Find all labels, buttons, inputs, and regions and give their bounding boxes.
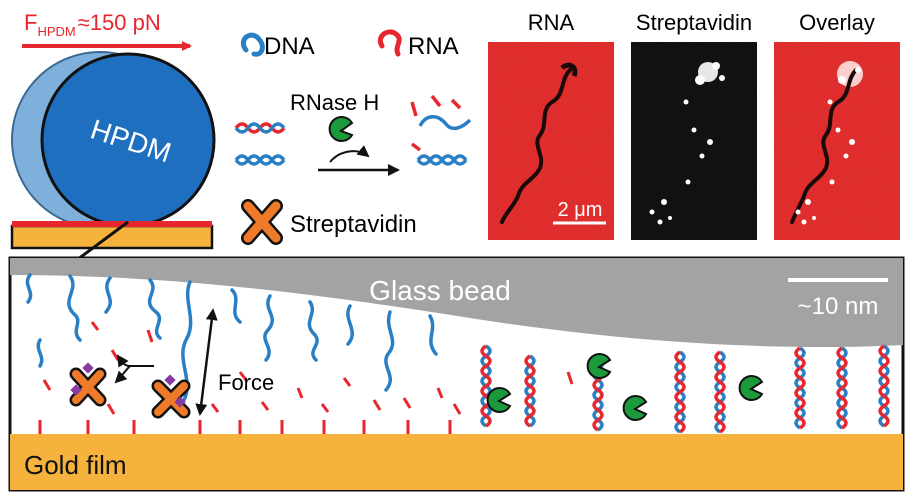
gold-substrate-small: [10, 224, 214, 250]
rna-legend-icon: [378, 29, 402, 57]
rna-legend-label: RNA: [408, 33, 459, 60]
micrograph-rna-title: RNA: [528, 10, 575, 35]
overlay-molecule-trace: [790, 68, 858, 224]
rnase-reaction: RNase H: [234, 90, 472, 176]
micrograph-overlay: Overlay: [774, 10, 900, 240]
streptavidin-legend-label: Streptavidin: [290, 211, 417, 238]
streptavidin-dissociation: [69, 354, 191, 419]
overlay-spots: [795, 67, 861, 225]
dna-legend-icon: [240, 32, 265, 57]
zoomed-interface-panel: Force: [8, 256, 905, 492]
glass-bead: [10, 258, 903, 347]
micrograph-streptavidin-title: Streptavidin: [636, 10, 752, 35]
enzyme-release-arrow: [329, 145, 370, 163]
micrograph-overlay-title: Overlay: [799, 10, 875, 35]
rnase-enzyme-icon: [328, 116, 354, 142]
rna-dna-hybrids: [480, 344, 890, 434]
gold-film: [10, 434, 903, 490]
nm-scale-label: ~10 nm: [798, 293, 879, 320]
force-label: FHPDM≈150 pN: [24, 10, 161, 39]
streptavidin-left: [69, 362, 107, 407]
streptavidin-spots: [649, 62, 725, 225]
streptavidin-legend-icon: [241, 199, 283, 245]
dna-legend-label: DNA: [264, 33, 315, 60]
rna-fragments: [42, 321, 574, 415]
micrograph-scale-label: 2 μm: [558, 199, 603, 221]
micrograph-rna: RNA 2 μm: [488, 10, 614, 240]
rnase-label: RNase H: [290, 90, 379, 115]
gold-film-label: Gold film: [24, 450, 127, 480]
hpdm-illustration: FHPDM≈150 pN HPDM: [10, 10, 216, 267]
legend: DNA RNA Streptavidin: [240, 29, 459, 245]
rnase-enzymes: [486, 353, 764, 421]
rna-molecule-trace: [500, 68, 572, 224]
streptavidin-right: [151, 374, 191, 419]
micrograph-streptavidin: Streptavidin: [631, 10, 757, 240]
rna-dna-hybrid-left: [234, 122, 286, 166]
force-double-arrow: [195, 308, 218, 416]
rna-layer-small: [12, 221, 212, 227]
rna-stubs: [38, 420, 452, 434]
force-text: Force: [218, 370, 274, 395]
glass-bead-label: Glass bead: [369, 275, 511, 306]
reaction-products: [410, 94, 472, 166]
